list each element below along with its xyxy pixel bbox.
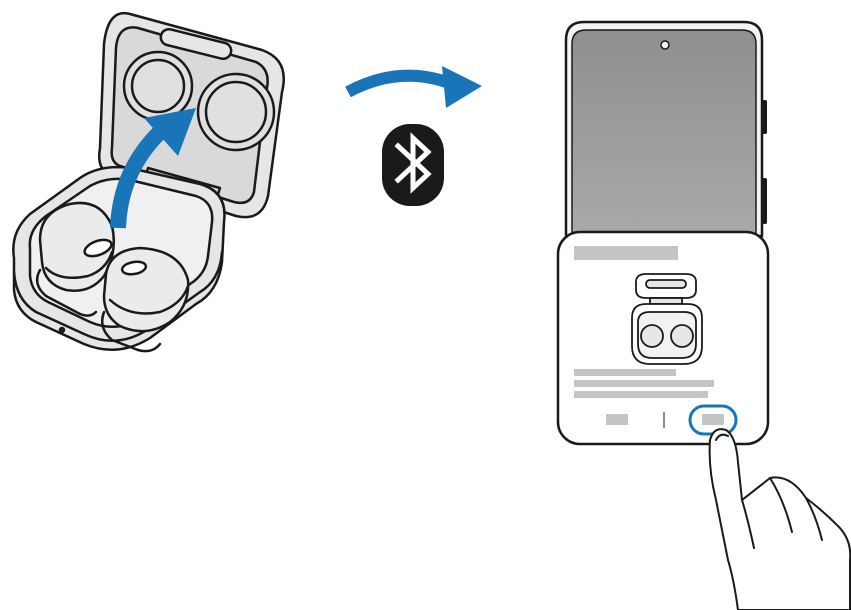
front-camera-icon (660, 40, 670, 50)
popup-text-line-2 (574, 380, 714, 387)
volume-key (762, 100, 767, 134)
popup-text-line-1 (574, 369, 676, 376)
transfer-arrow (345, 66, 482, 108)
connect-button[interactable] (702, 414, 724, 425)
earbuds-case-mini-icon (631, 273, 703, 365)
cancel-button[interactable] (606, 414, 628, 425)
pairing-popup (556, 230, 770, 446)
popup-title-placeholder (574, 246, 678, 260)
left-earbud (35, 201, 115, 317)
popup-text-line-3 (574, 391, 708, 398)
open-lid-arrow (110, 108, 196, 229)
bluetooth-icon (382, 124, 444, 206)
phone (564, 20, 767, 238)
earbuds-case-open-icon (12, 11, 285, 353)
case-lid (98, 11, 285, 219)
finger-tap-icon (708, 428, 851, 610)
side-key (762, 178, 767, 224)
right-earbud (101, 246, 190, 353)
